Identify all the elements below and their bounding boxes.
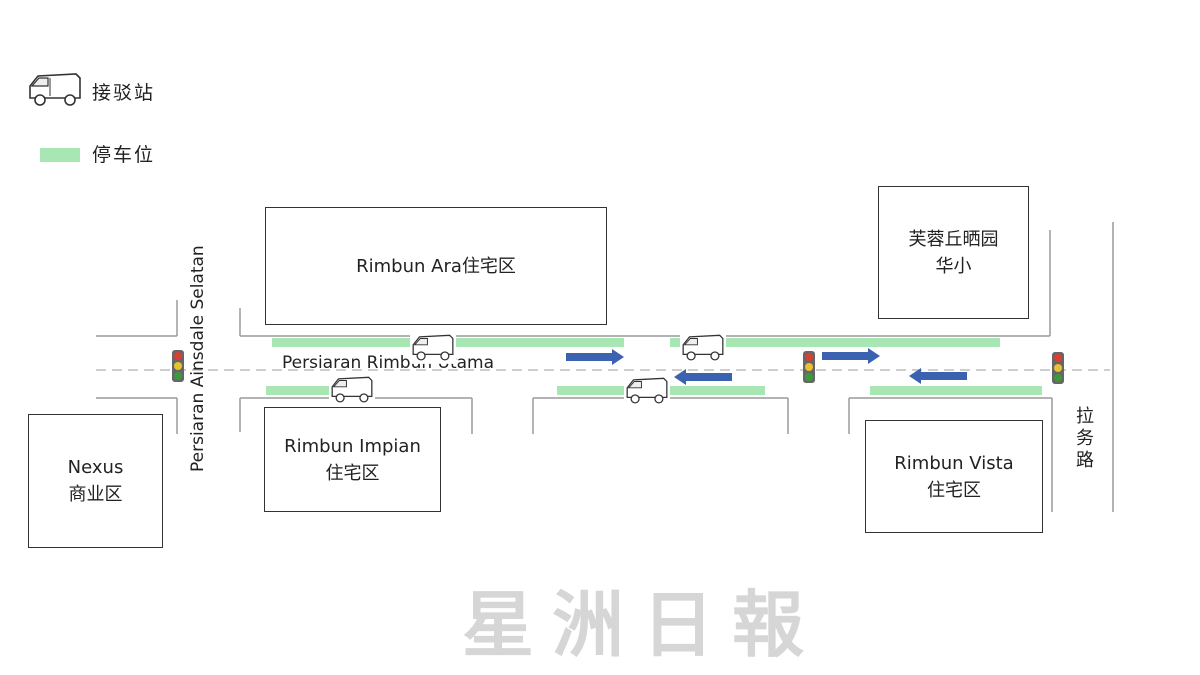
direction-arrow-icon bbox=[566, 349, 624, 365]
traffic-light-icon bbox=[803, 351, 815, 383]
parking-strip-south-1 bbox=[266, 386, 372, 395]
block-nexus-line1: Nexus bbox=[67, 457, 124, 478]
parking-strip-south-3 bbox=[870, 386, 1042, 395]
van-icon bbox=[329, 374, 375, 406]
main-road-label: Persiaran Rimbun Utama bbox=[282, 353, 495, 373]
block-rimbun-vista-line1: Rimbun Vista bbox=[894, 452, 1014, 474]
block-nexus: Nexus 商业区 bbox=[28, 414, 163, 548]
block-nexus-line2: 商业区 bbox=[68, 484, 123, 505]
traffic-light-icon bbox=[172, 350, 184, 382]
van-icon bbox=[680, 332, 726, 364]
legend: 接驳站 停车位 bbox=[24, 70, 224, 170]
block-rimbun-vista: Rimbun Vista 住宅区 bbox=[865, 420, 1043, 533]
block-rimbun-impian-line1: Rimbun Impian bbox=[284, 435, 421, 457]
block-school-line1: 芙蓉丘晒园 bbox=[908, 228, 999, 250]
cross-road-label: Persiaran Ainsdale Selatan bbox=[188, 245, 208, 472]
legend-parking-label: 停车位 bbox=[92, 144, 156, 166]
block-rimbun-ara-label: Rimbun Ara住宅区 bbox=[356, 255, 516, 277]
block-rimbun-ara: Rimbun Ara住宅区 bbox=[265, 207, 607, 325]
direction-arrow-icon bbox=[909, 368, 967, 384]
block-rimbun-vista-line2: 住宅区 bbox=[927, 479, 981, 501]
direction-arrow-icon bbox=[674, 369, 732, 385]
watermark: 星洲日報 bbox=[462, 582, 823, 667]
direction-arrow-icon bbox=[822, 348, 880, 364]
legend-parking-swatch bbox=[40, 148, 80, 162]
legend-shuttle-label: 接驳站 bbox=[92, 82, 156, 104]
east-road-label: 拉务路 bbox=[1073, 406, 1094, 472]
block-rimbun-impian-line2: 住宅区 bbox=[325, 462, 380, 484]
block-school-line2: 华小 bbox=[935, 255, 972, 277]
van-icon bbox=[624, 375, 670, 407]
traffic-light-icon bbox=[1052, 352, 1064, 384]
block-school: 芙蓉丘晒园 华小 bbox=[878, 186, 1029, 319]
van-icon bbox=[29, 73, 81, 106]
block-rimbun-impian: Rimbun Impian 住宅区 bbox=[264, 407, 441, 512]
van-icon bbox=[410, 332, 456, 364]
parking-strip-north-2 bbox=[670, 338, 1000, 347]
